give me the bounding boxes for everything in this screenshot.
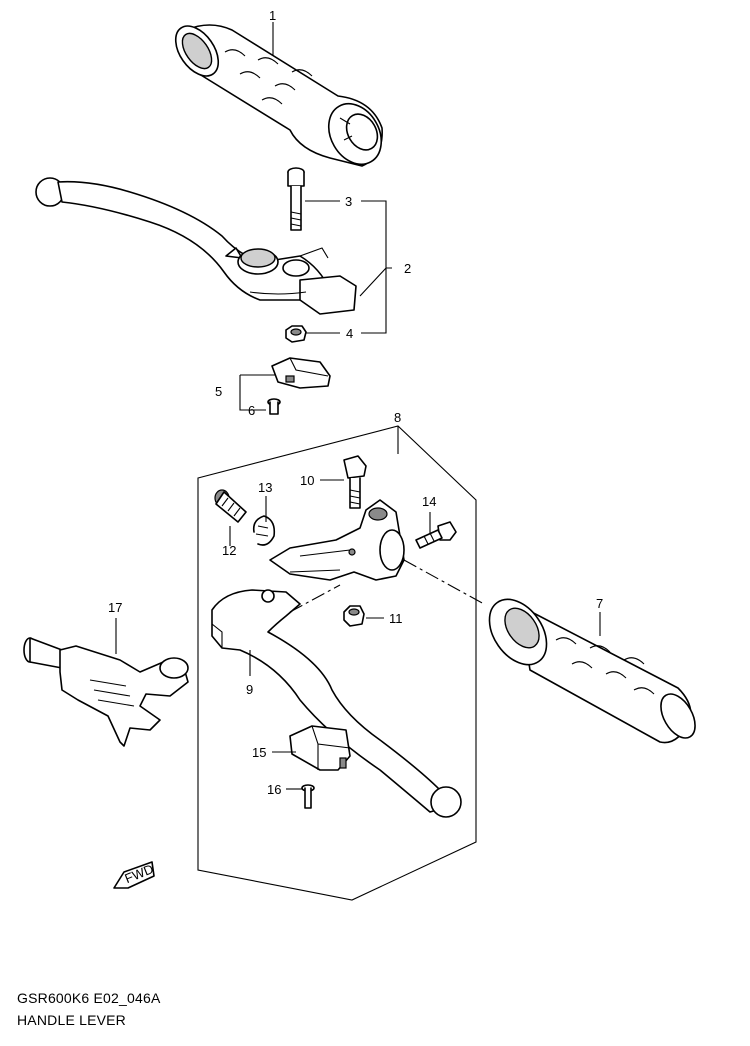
callout-12: 12: [222, 543, 236, 558]
screw-part-6: [267, 398, 281, 415]
callout-15: 15: [252, 745, 266, 760]
throttle-grip-part-1: [174, 24, 383, 167]
adjuster-screw-part-12: [214, 489, 247, 523]
callout-6: 6: [248, 403, 255, 418]
nut-part-11: [343, 605, 365, 627]
callout-5: 5: [215, 384, 222, 399]
callout-9: 9: [246, 682, 253, 697]
callout-14: 14: [422, 494, 436, 509]
pivot-bolt-part-3: [287, 167, 305, 231]
callout-13: 13: [258, 480, 272, 495]
diagram-code: GSR600K6 E02_046A: [17, 990, 161, 1006]
center-line: [289, 559, 485, 613]
callout-17: 17: [108, 600, 122, 615]
brake-lever-part-2: [35, 177, 357, 315]
leader-lines: [115, 22, 601, 790]
callout-11: 11: [389, 611, 403, 626]
diagram-title: HANDLE LEVER: [17, 1012, 126, 1028]
fwd-arrow: FWD: [113, 861, 156, 889]
clutch-switch-part-15: [289, 725, 351, 771]
callout-1: 1: [269, 8, 276, 23]
callout-3: 3: [345, 194, 352, 209]
callout-numbers: 1 2 3 4 5 6 7 8 9 10 11 12 13 14 15 16 1…: [108, 8, 603, 797]
callout-7: 7: [596, 596, 603, 611]
screw-part-16: [301, 784, 315, 809]
callout-10: 10: [300, 473, 314, 488]
brake-switch-part-5: [271, 357, 331, 389]
callout-8: 8: [394, 410, 401, 425]
callout-16: 16: [267, 782, 281, 797]
callout-2: 2: [404, 261, 411, 276]
bolt-part-10: [343, 455, 367, 509]
nut-part-4: [285, 325, 307, 343]
left-grip-part-7: [488, 598, 696, 744]
callout-4: 4: [346, 326, 353, 341]
clutch-lever-part-9: [211, 589, 462, 818]
spring-washer-part-13: [252, 515, 276, 546]
bolt-part-14: [415, 521, 457, 549]
clutch-perch: [269, 499, 405, 581]
clutch-cable-part-17: [23, 637, 189, 747]
